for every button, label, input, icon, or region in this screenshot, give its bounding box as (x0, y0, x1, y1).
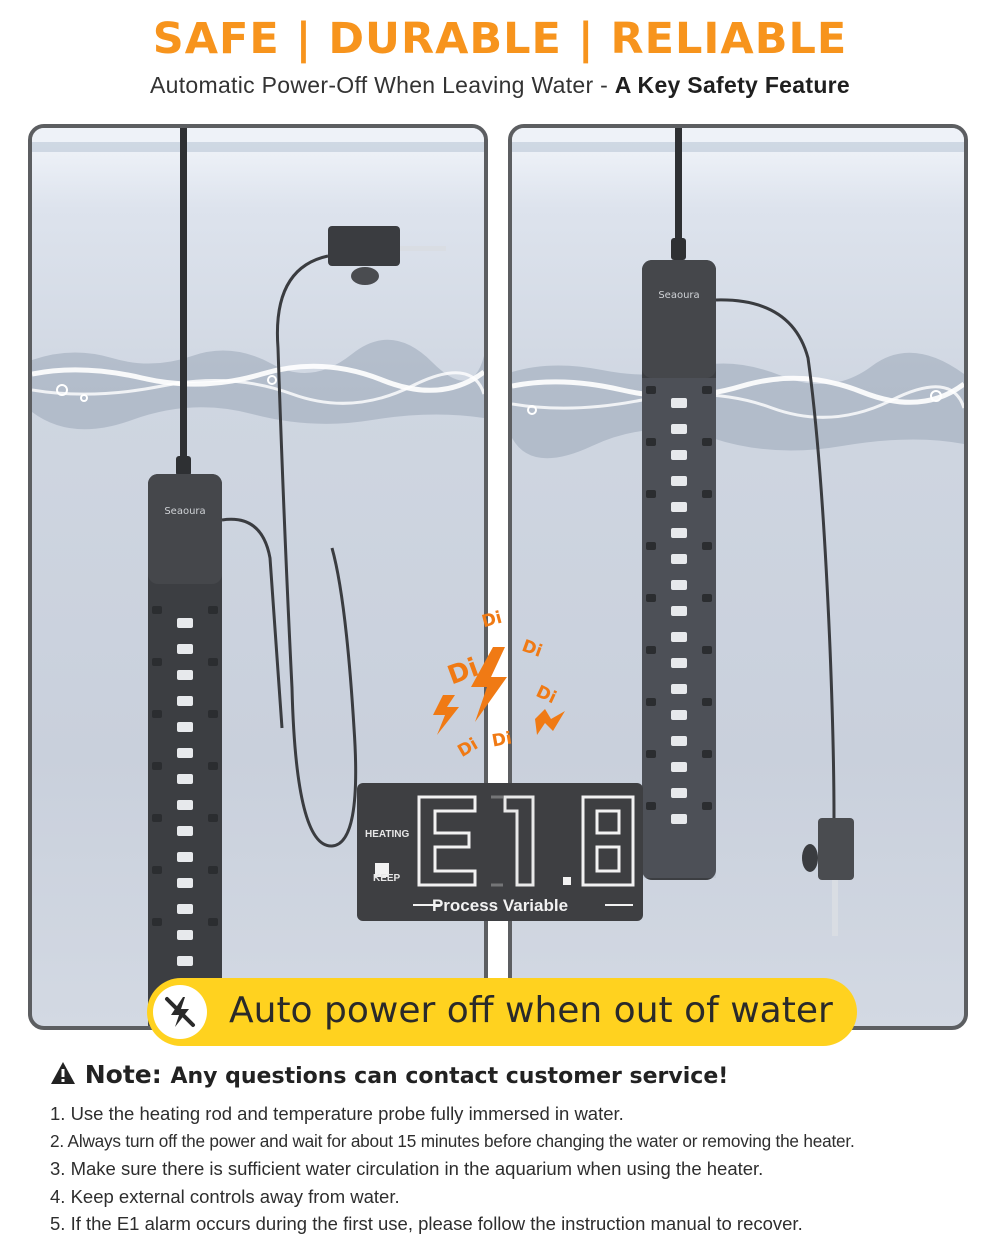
heater-logo-left: Seaoura (164, 506, 205, 517)
lightning-bolt-icon (433, 647, 565, 735)
note-section: Note: Any questions can contact customer… (50, 1060, 970, 1238)
banner-text: Auto power off when out of water (229, 990, 833, 1031)
warning-triangle-icon (51, 1062, 75, 1084)
note-item: 1. Use the heating rod and temperature p… (50, 1103, 624, 1124)
panel-out-of-water: Seaoura (28, 124, 488, 1030)
note-heading-rest: Any questions can contact customer servi… (170, 1064, 729, 1089)
di-sound-6: Di (490, 728, 514, 752)
heater-vents-left (177, 618, 193, 966)
process-variable-caption: Process Variable (431, 896, 569, 915)
note-item: 3. Make sure there is sufficient water c… (50, 1158, 764, 1179)
subtitle: Automatic Power-Off When Leaving Water -… (0, 72, 1000, 99)
heater-logo-right: Seaoura (658, 290, 699, 301)
note-item: 5. If the E1 alarm occurs during the fir… (50, 1213, 803, 1234)
subtitle-bold: A Key Safety Feature (614, 72, 851, 98)
note-heading: Note: Any questions can contact customer… (50, 1060, 970, 1094)
note-item: 4. Keep external controls away from wate… (50, 1185, 400, 1207)
headline: SAFE | DURABLE | RELIABLE (0, 14, 1000, 64)
heater-vents-right (671, 398, 687, 824)
note-item: 2. Always turn off the power and wait fo… (50, 1130, 855, 1151)
subtitle-plain: Automatic Power-Off When Leaving Water - (149, 72, 615, 98)
e1-error-digits (375, 795, 635, 906)
note-label: Note: (84, 1060, 162, 1089)
note-list: 1. Use the heating rod and temperature p… (50, 1100, 970, 1238)
panel-left-illustration: Seaoura (32, 128, 484, 1026)
panel-right-illustration: Seaoura (512, 128, 964, 936)
keep-label: KEEP (373, 873, 401, 884)
temperature-display: HEATING KEEP Process Variable (357, 783, 643, 921)
alarm-graphic: Di Di Di Di Di Di (425, 607, 585, 772)
auto-power-off-banner: Auto power off when out of water (147, 978, 857, 1046)
heating-label: HEATING (365, 829, 410, 840)
headline-text: SAFE | DURABLE | RELIABLE (152, 14, 848, 64)
no-power-icon (153, 985, 207, 1039)
